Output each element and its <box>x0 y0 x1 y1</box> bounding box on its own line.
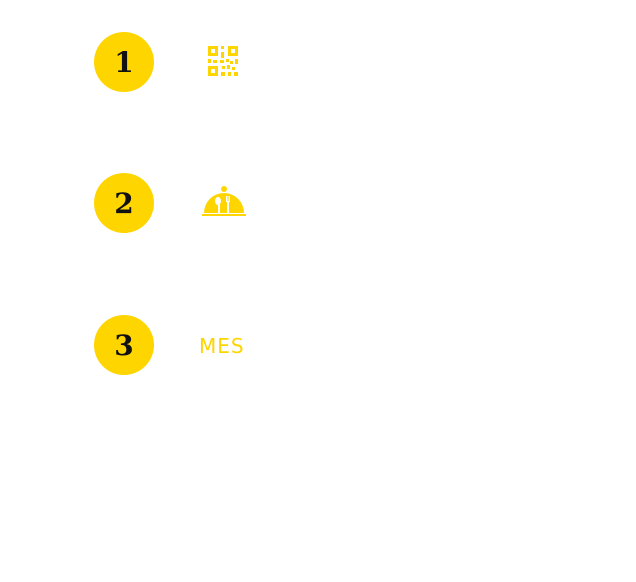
step-number: 3 <box>114 328 134 362</box>
serving-cloche-icon <box>202 186 246 216</box>
step-number: 2 <box>114 186 134 220</box>
step-2-badge: 2 <box>94 173 154 233</box>
step-number: 1 <box>114 45 134 79</box>
qr-code-icon <box>208 46 238 76</box>
mes-text-logo: MES <box>199 334 245 358</box>
step-1-badge: 1 <box>94 32 154 92</box>
step-3-badge: 3 <box>94 315 154 375</box>
